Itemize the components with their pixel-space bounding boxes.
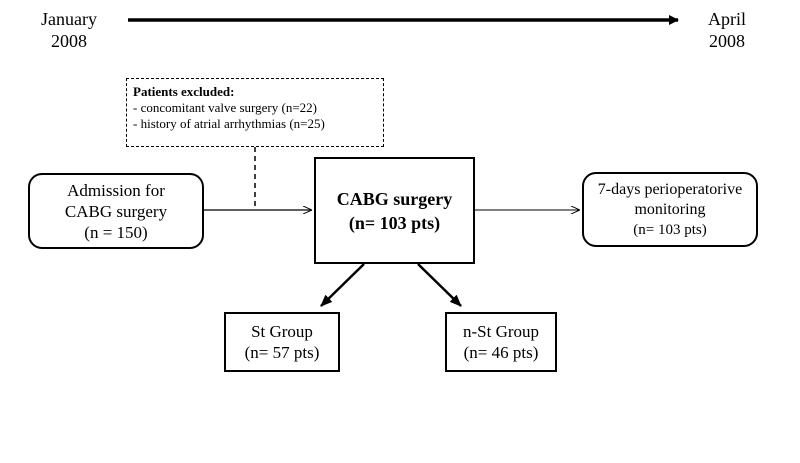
nst-group-line1: n-St Group [462, 322, 540, 341]
timeline-end-label: April 2008 [690, 8, 764, 52]
exclusion-title: Patients excluded: [133, 84, 235, 99]
arrow-cabg-to-nst-group [417, 263, 462, 307]
exclusion-box: Patients excluded: - concomitant valve s… [126, 78, 384, 147]
timeline-end-month: April [708, 9, 746, 29]
st-group-line2: (n= 57 pts) [244, 343, 320, 362]
admission-line3: (n = 150) [84, 222, 148, 242]
admission-line2: CABG surgery [64, 201, 168, 221]
cabg-box: CABG surgery (n= 103 pts) [314, 157, 475, 264]
st-group-box: St Group (n= 57 pts) [224, 312, 340, 372]
exclusion-item-valve: - concomitant valve surgery (n=22) [133, 100, 317, 115]
timeline-start-month: January [41, 9, 97, 29]
admission-line1: Admission for [67, 180, 165, 200]
timeline-start-year: 2008 [51, 31, 87, 51]
nst-group-line2: (n= 46 pts) [463, 343, 539, 362]
nst-group-box: n-St Group (n= 46 pts) [445, 312, 557, 372]
cabg-line2: (n= 103 pts) [348, 212, 441, 233]
cabg-line1: CABG surgery [336, 188, 453, 209]
admission-box: Admission for CABG surgery (n = 150) [28, 173, 204, 249]
timeline-start-label: January 2008 [30, 8, 108, 52]
monitoring-line1: 7-days perioperatorive [597, 180, 743, 198]
arrow-cabg-to-st-group [320, 263, 365, 307]
monitoring-line2: monitoring [634, 200, 706, 218]
st-group-line1: St Group [251, 322, 313, 341]
monitoring-line3: (n= 103 pts) [633, 221, 707, 238]
monitoring-box: 7-days perioperatorive monitoring (n= 10… [582, 172, 758, 247]
timeline-end-year: 2008 [709, 31, 745, 51]
exclusion-item-arrhythmia: - history of atrial arrhythmias (n=25) [133, 116, 325, 131]
